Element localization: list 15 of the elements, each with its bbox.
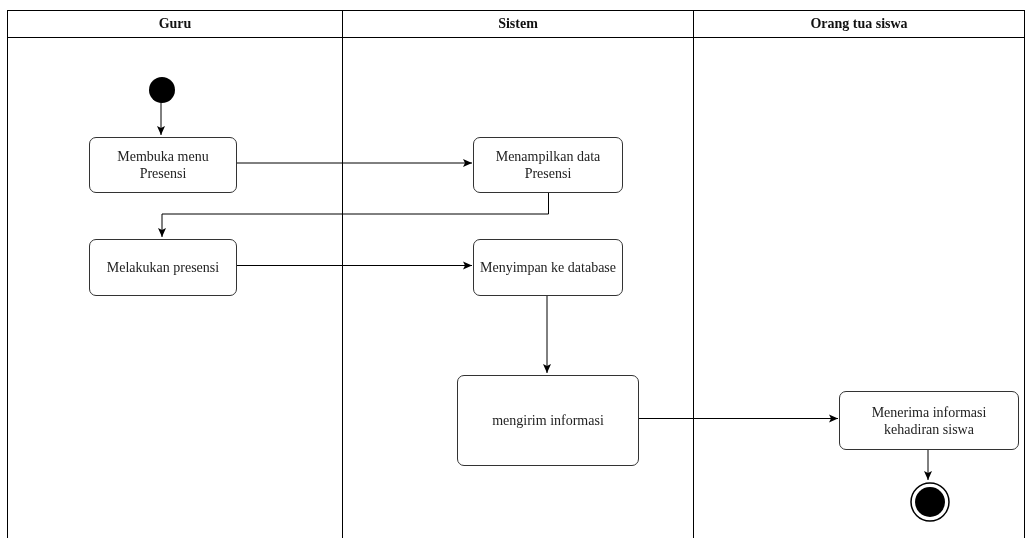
action-box: Menyimpan ke database — [473, 239, 623, 296]
arrow — [235, 261, 473, 270]
arrow — [235, 159, 473, 167]
action-box: Menerima informasi kehadiran siswa — [839, 391, 1019, 450]
action-box: Membuka menu Presensi — [89, 137, 237, 193]
swimlane — [693, 10, 1025, 538]
action-box: Melakukan presensi — [89, 239, 237, 296]
arrow — [637, 414, 839, 423]
arrow — [157, 100, 165, 136]
lane-title: Sistem — [498, 16, 538, 32]
action-box: mengirim informasi — [457, 375, 639, 466]
lane-title: Orang tua siswa — [810, 16, 908, 32]
lane-title: Guru — [158, 16, 192, 32]
action-box: Menampilkan data Presensi — [473, 137, 623, 193]
swimlane — [7, 10, 343, 538]
